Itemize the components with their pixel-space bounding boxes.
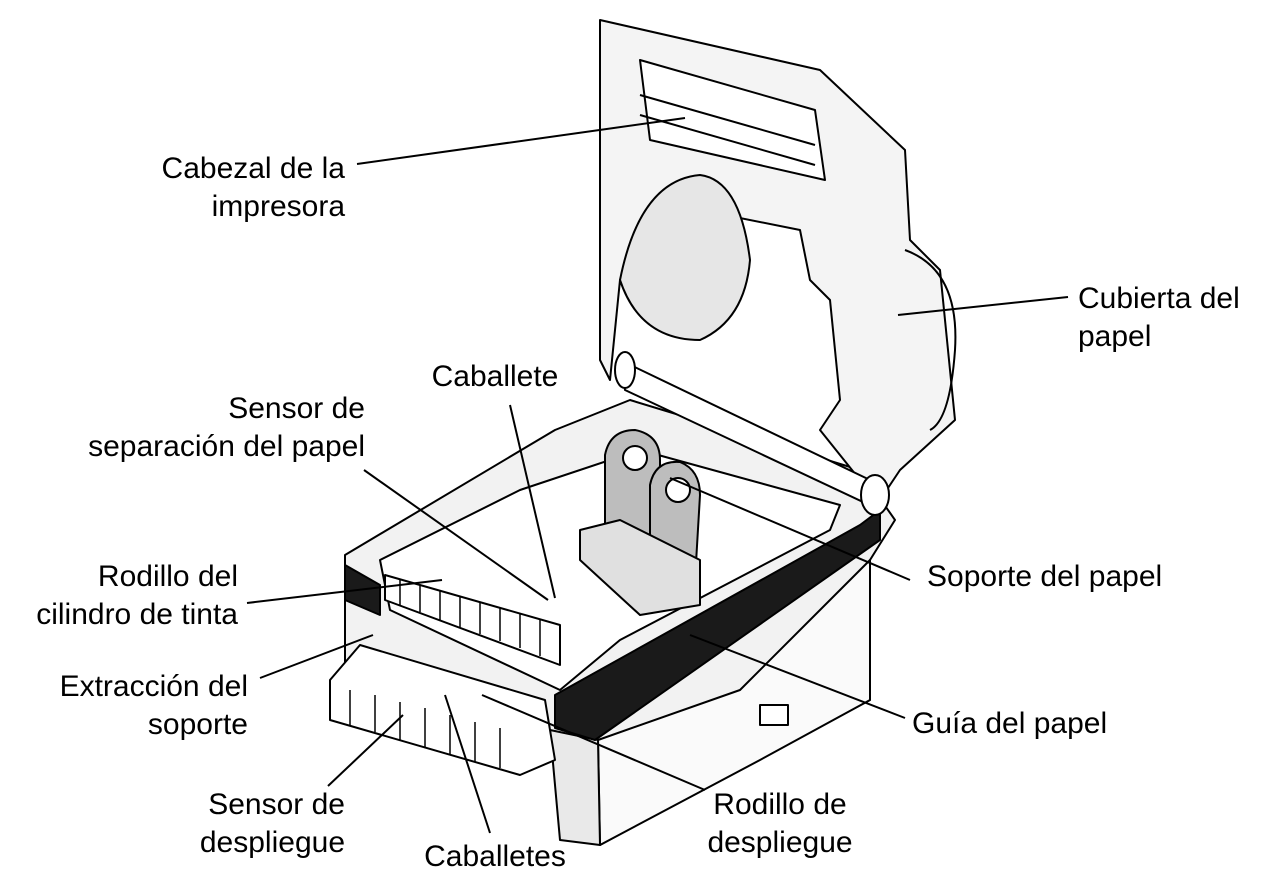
label-paper-gap-sensor-line1: Sensor de [228,392,365,425]
label-paper-cover-line2: papel [1078,320,1152,353]
label-easels-line1: Caballetes [424,840,566,873]
label-printhead: Cabezal de la impresora [120,150,345,226]
paper-holder-base [579,519,701,616]
label-printhead-line2: impresora [211,190,345,223]
leader-ribbon-roller [246,579,443,604]
label-liner-removal: Extracción del soporte [20,668,248,744]
leader-paper-guide [689,634,906,719]
label-easel-line1: Caballete [431,360,559,393]
label-paper-gap-sensor: Sensor de separación del papel [20,390,365,466]
cover-inner-arch [619,174,751,341]
label-liner-removal-line1: Extracción del [59,670,248,703]
leader-paper-cover [897,296,1069,316]
leader-peel-sensor [327,714,404,787]
label-paper-guide-line1: Guía del papel [912,707,1108,740]
label-ribbon-roller: Rodillo del cilindro de tinta [0,558,238,634]
leader-liner-removal [259,634,374,679]
label-paper-holder: Soporte del papel [927,558,1227,596]
label-ribbon-roller-line1: Rodillo del [97,560,238,593]
label-paper-guide: Guía del papel [912,705,1172,743]
label-paper-cover: Cubierta del papel [1078,280,1258,356]
leader-peel-roller [481,694,706,791]
cover-spool-bulge [904,249,957,431]
ribbon-roller [384,574,561,666]
label-paper-cover-line1: Cubierta del [1078,282,1240,315]
leader-easels [444,694,491,834]
printhead-bar [639,59,826,181]
label-peel-roller: Rodillo de despliegue [680,786,880,862]
leader-easel [509,404,556,599]
leader-paper-gap-sensor [363,469,549,601]
side-port [759,704,789,726]
label-ribbon-roller-line2: cilindro de tinta [36,598,238,631]
leader-printhead [356,117,686,165]
leader-lines [246,117,1069,834]
label-peel-sensor: Sensor de despliegue [120,786,345,862]
label-peel-roller-line1: Rodillo de [713,788,847,821]
label-peel-roller-line2: despliegue [707,826,853,859]
label-peel-sensor-line2: despliegue [199,826,345,859]
label-paper-holder-line1: Soporte del papel [927,560,1163,593]
front-dark-band [554,509,881,741]
label-paper-gap-sensor-line2: separación del papel [88,430,365,463]
peel-off-flap [329,644,556,776]
leader-paper-holder [669,477,911,581]
label-peel-sensor-line1: Sensor de [208,788,345,821]
label-easels: Caballetes [395,838,595,876]
label-liner-removal-line2: soporte [147,708,248,741]
label-easel: Caballete [405,358,585,396]
printer-base-front [549,729,601,846]
printer-illustration [329,19,957,846]
label-printhead-line1: Cabezal de la [161,152,345,185]
